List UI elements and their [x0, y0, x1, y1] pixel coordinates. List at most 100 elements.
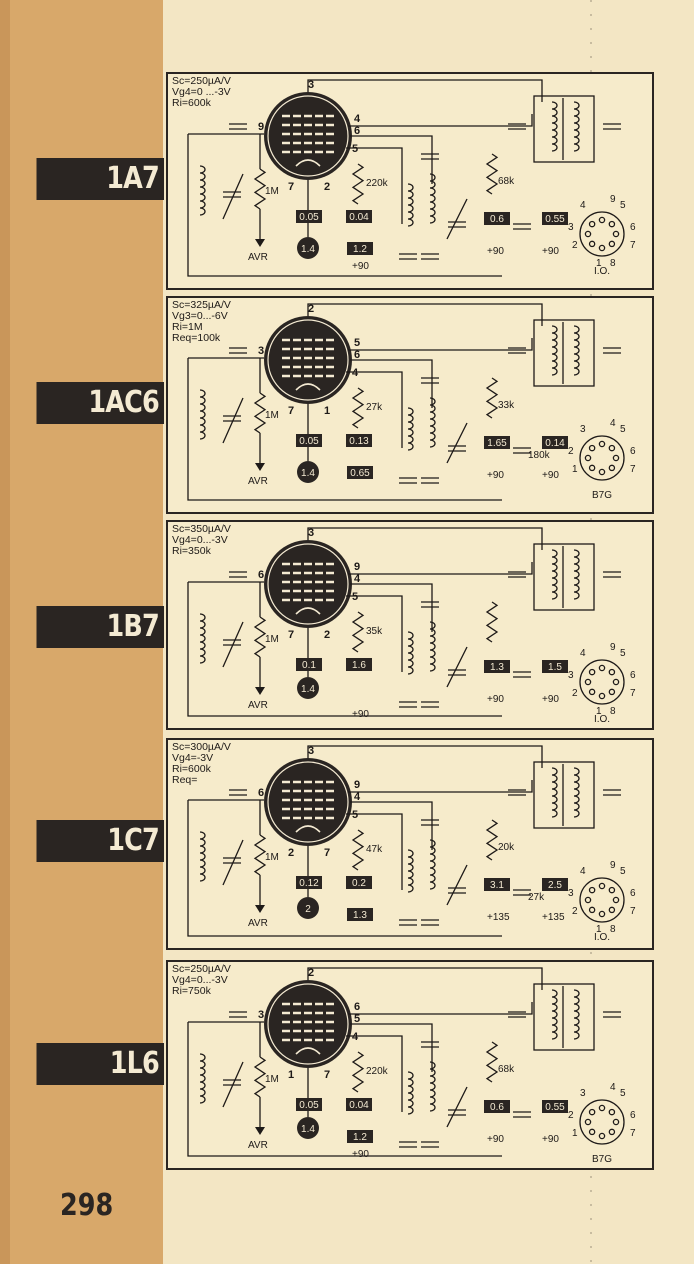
value-box: [542, 660, 568, 673]
avr-label: AVR: [248, 252, 268, 263]
filament-marker: [297, 1117, 319, 1139]
value-box: [296, 210, 322, 223]
if-transformer: [533, 983, 595, 1051]
avr-label: AVR: [248, 700, 268, 711]
spec-line: Vg4=-3V: [172, 752, 214, 764]
resistor: [351, 387, 365, 429]
pin-number: 5: [354, 1013, 360, 1025]
value-box: [296, 658, 322, 671]
base-pin-number: 1: [572, 464, 578, 475]
tube-label-1ac6: 1AC6: [36, 382, 164, 424]
base-pin-number: 7: [630, 464, 636, 475]
base-pin-number: 6: [630, 1110, 636, 1121]
pin-number: 2: [288, 847, 294, 859]
coil: [429, 1061, 436, 1112]
resistor-value: 180k: [528, 450, 551, 461]
tube-envelope: [264, 540, 352, 628]
base-pin-number: 1: [596, 258, 602, 269]
pin-number: 6: [354, 349, 360, 361]
supply-voltage: +90: [542, 470, 559, 481]
pin-number: 7: [288, 181, 294, 193]
value-box: [346, 658, 372, 671]
value-box: [346, 876, 372, 889]
base-pin-number: 5: [620, 648, 626, 659]
coil: [199, 389, 206, 440]
supply-voltage: +90: [542, 1134, 559, 1145]
base-pin-number: 5: [620, 1088, 626, 1099]
base-pin-number: 3: [580, 1088, 586, 1099]
tube-envelope: [264, 92, 352, 180]
pin-number: 3: [308, 745, 314, 757]
resistor-value: 33k: [498, 400, 515, 411]
value-box: [296, 876, 322, 889]
base-type: I.O.: [594, 266, 610, 277]
resistor-value: 27k: [366, 402, 383, 413]
spec-line: Sc=300µA/V: [172, 741, 231, 753]
value-box: [347, 466, 373, 479]
resistor: [253, 168, 267, 210]
base-pin-number: 2: [568, 1110, 574, 1121]
base-pin-number: 1: [596, 706, 602, 717]
base-pin-number: 7: [630, 240, 636, 251]
coil: [199, 831, 206, 882]
supply-voltage: +90: [352, 261, 369, 272]
coil: [429, 621, 436, 672]
base-pin-number: 7: [630, 688, 636, 699]
if-transformer: [533, 761, 595, 829]
base-pin-number: 1: [572, 1128, 578, 1139]
base-pin-number: 2: [572, 906, 578, 917]
base-pin-number: 8: [610, 924, 616, 935]
tube-base: [579, 211, 625, 257]
base-pin-number: 4: [580, 648, 586, 659]
base-pin-number: 1: [596, 924, 602, 935]
resistor: [253, 616, 267, 658]
coil: [199, 613, 206, 664]
filament-marker: [297, 677, 319, 699]
coil: [429, 173, 436, 224]
base-type: B7G: [592, 490, 612, 501]
resistor-value: 68k: [498, 1064, 515, 1075]
coil: [573, 549, 580, 600]
value-box: [347, 1130, 373, 1143]
base-pin-number: 3: [568, 222, 574, 233]
coil: [551, 767, 558, 818]
value-box-text: 3.1: [490, 880, 504, 891]
base-pin-number: 5: [620, 866, 626, 877]
filament-marker: [297, 237, 319, 259]
supply-voltage: +90: [352, 1149, 369, 1160]
base-pin-number: 6: [630, 670, 636, 681]
resistor: [485, 601, 499, 643]
tube-base: [579, 877, 625, 923]
tube-label-1b7: 1B7: [36, 606, 164, 648]
value-box-text: 0.04: [349, 212, 369, 223]
filament-value: 2: [305, 904, 311, 915]
supply-voltage: +90: [487, 1134, 504, 1145]
pin-number: 7: [324, 1069, 330, 1081]
base-pin-number: 2: [572, 688, 578, 699]
if-transformer: [533, 543, 595, 611]
filament-value: 1.4: [301, 244, 315, 255]
pin-number: 5: [352, 143, 358, 155]
resistor-value: 1M: [265, 186, 279, 197]
base-pin-number: 4: [580, 200, 586, 211]
value-box: [542, 878, 568, 891]
supply-voltage: +90: [487, 470, 504, 481]
spec-line: Sc=350µA/V: [172, 523, 231, 535]
pin-number: 1: [288, 1069, 294, 1081]
spec-line: Vg4=0...-3V: [172, 974, 228, 986]
coil: [573, 101, 580, 152]
value-box-text: 0.04: [349, 1100, 369, 1111]
value-box-text: 0.65: [350, 468, 370, 479]
resistor-value: 220k: [366, 1066, 389, 1077]
resistor: [351, 1051, 365, 1093]
value-box-text: 1.5: [548, 662, 562, 673]
resistor-value: 47k: [366, 844, 383, 855]
value-box: [296, 1098, 322, 1111]
tube-base: [579, 659, 625, 705]
tube-envelope: [264, 758, 352, 846]
